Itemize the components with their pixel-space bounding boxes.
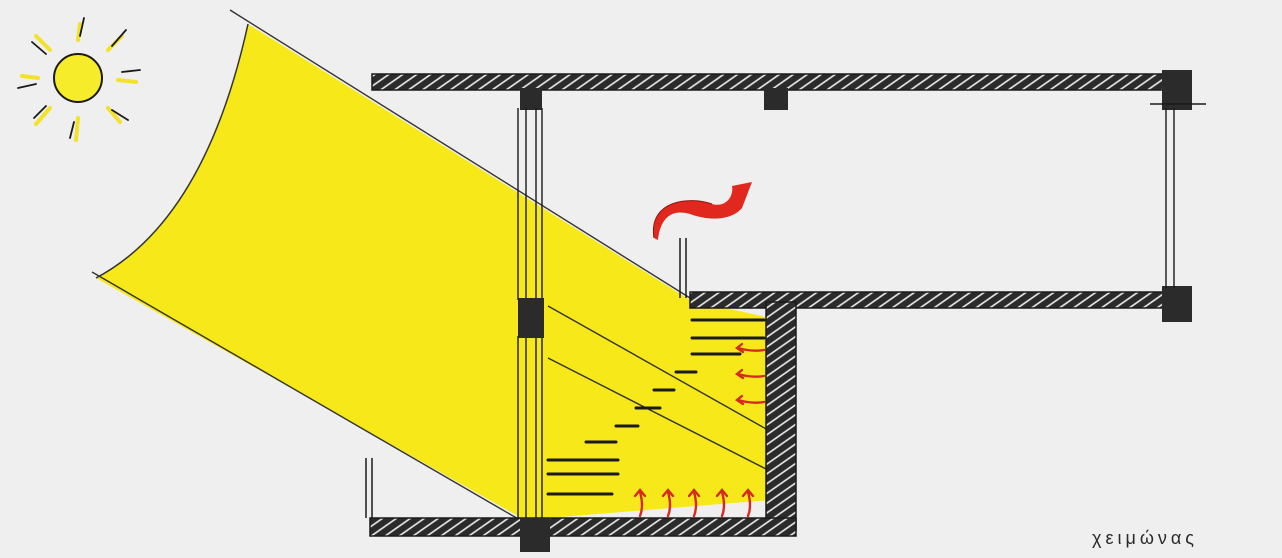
- parapet: [680, 238, 686, 298]
- roof-slab: [372, 70, 1206, 110]
- upper-right-window: [1166, 108, 1174, 288]
- thermal-mass-wall: [766, 302, 796, 530]
- curved-arrow-icon: [653, 182, 752, 240]
- sun-icon: [18, 18, 140, 140]
- season-caption: χειμώνας: [1092, 528, 1198, 549]
